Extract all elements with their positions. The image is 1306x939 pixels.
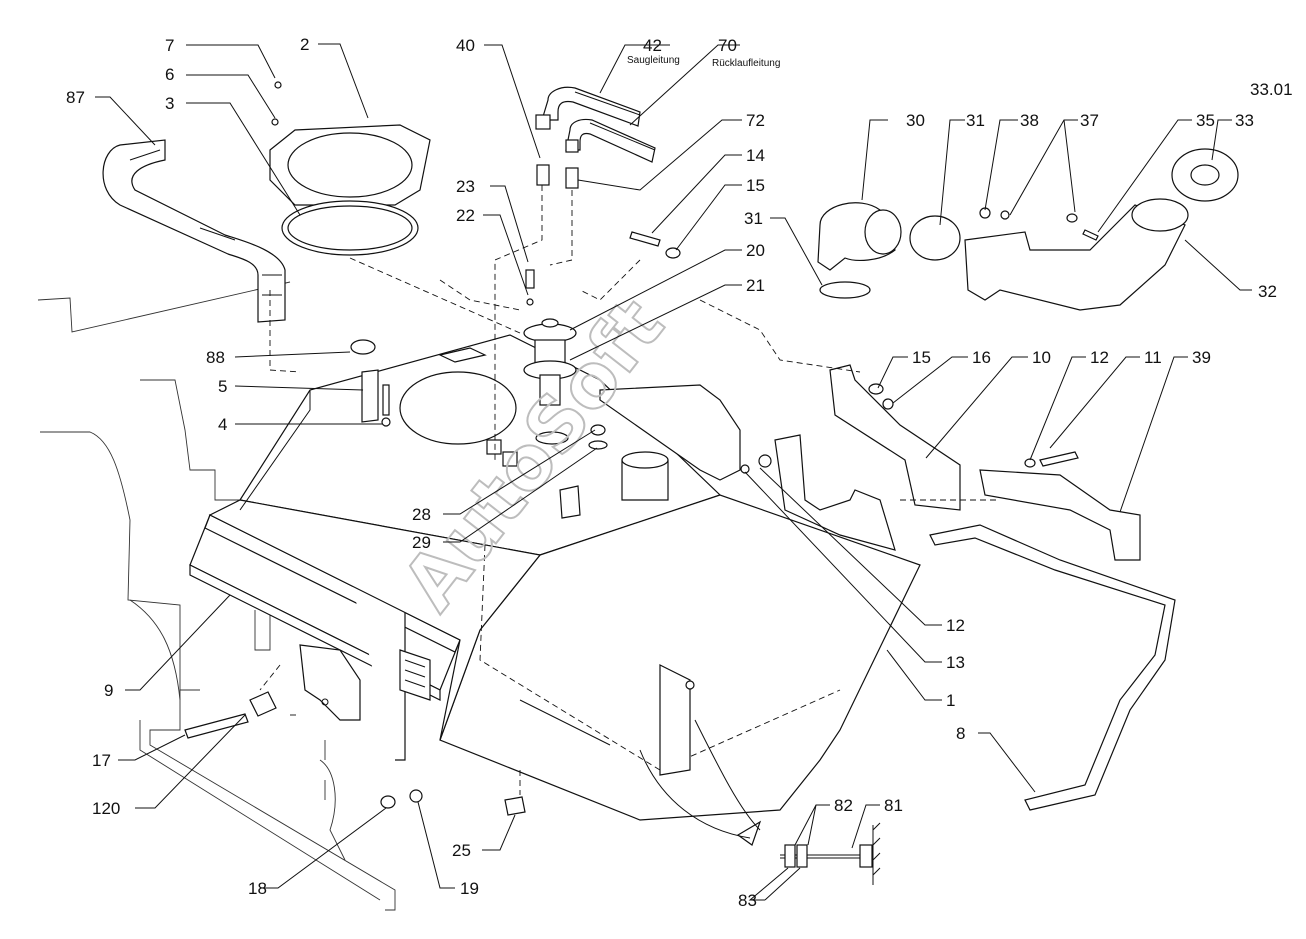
callout-16: 16 — [972, 348, 991, 367]
callout-38: 38 — [1020, 111, 1039, 130]
callout-39: 39 — [1192, 348, 1211, 367]
small-parts — [350, 339, 526, 816]
callout-30: 30 — [906, 111, 925, 130]
tank-brackets — [829, 364, 1141, 561]
filler-neck-assembly — [817, 148, 1239, 311]
callout-13: 13 — [946, 653, 965, 672]
mount-bracket — [184, 644, 361, 861]
callout-70: 70 — [718, 36, 737, 55]
callout-6: 6 — [165, 65, 174, 84]
callout-8: 8 — [956, 724, 965, 743]
detail-arrow — [639, 719, 761, 839]
hose-label-return: Rücklaufleitung — [712, 58, 780, 69]
callout-37: 37 — [1080, 111, 1099, 130]
callout-19: 19 — [460, 879, 479, 898]
callout-72: 72 — [746, 111, 765, 130]
callout-120: 120 — [92, 799, 120, 818]
callout-25: 25 — [452, 841, 471, 860]
breather-hose — [102, 139, 286, 323]
callout-15-top: 15 — [746, 176, 765, 195]
assembly-lines — [259, 185, 1000, 795]
reference-33-01: 33.01 — [1250, 80, 1293, 99]
callout-42: 42 — [643, 36, 662, 55]
callout-3: 3 — [165, 94, 174, 113]
side-mount-brackets — [599, 384, 896, 551]
callout-28: 28 — [412, 505, 431, 524]
callout-35: 35 — [1196, 111, 1215, 130]
fuel-lines — [535, 86, 656, 189]
fuel-sender-unit — [523, 318, 577, 406]
callout-88: 88 — [206, 348, 225, 367]
callout-17: 17 — [92, 751, 111, 770]
chassis-frame-outline — [37, 281, 396, 911]
callout-1: 1 — [946, 691, 955, 710]
callout-87: 87 — [66, 88, 85, 107]
callout-10: 10 — [1032, 348, 1051, 367]
callout-23: 23 — [456, 177, 475, 196]
callout-4: 4 — [218, 415, 227, 434]
tank-flange-cover — [269, 81, 431, 256]
callout-5: 5 — [218, 377, 227, 396]
callout-20: 20 — [746, 241, 765, 260]
mounting-bolt-detail — [736, 820, 881, 885]
callout-14: 14 — [746, 146, 765, 165]
callout-33: 33 — [1235, 111, 1254, 130]
callout-81: 81 — [884, 796, 903, 815]
callout-9: 9 — [104, 681, 113, 700]
callout-22: 22 — [456, 206, 475, 225]
callout-82: 82 — [834, 796, 853, 815]
callout-31-side: 31 — [744, 209, 763, 228]
callout-leaders — [95, 43, 1252, 901]
callout-29: 29 — [412, 533, 431, 552]
fasteners — [525, 231, 681, 450]
callout-21: 21 — [746, 276, 765, 295]
tank-strap — [929, 524, 1176, 811]
callout-31-top: 31 — [966, 111, 985, 130]
callout-40: 40 — [456, 36, 475, 55]
callout-83: 83 — [738, 891, 757, 910]
callout-11: 11 — [1144, 348, 1162, 367]
callout-12-top: 12 — [1090, 348, 1109, 367]
callout-12-side: 12 — [946, 616, 965, 635]
callout-7: 7 — [165, 36, 174, 55]
callout-32: 32 — [1258, 282, 1277, 301]
callout-15-side: 15 — [912, 348, 931, 367]
callout-18: 18 — [248, 879, 267, 898]
callout-2: 2 — [300, 35, 309, 54]
hose-label-suction: Saugleitung — [627, 55, 680, 66]
callout-numbers: 7 6 3 2 87 40 42 Saugleitung 70 Rücklauf… — [66, 35, 1293, 910]
